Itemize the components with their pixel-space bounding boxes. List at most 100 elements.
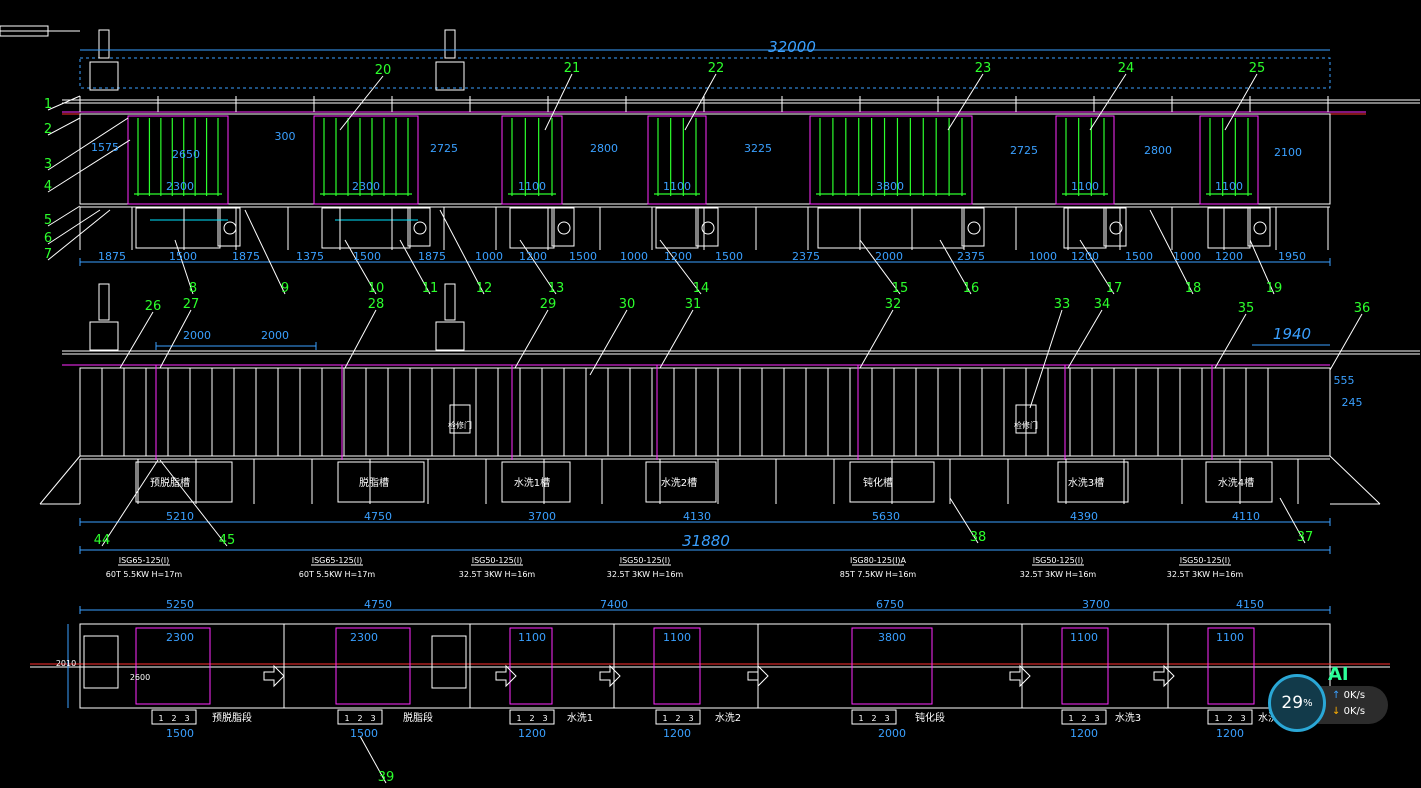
spray-zone-0 [127, 115, 229, 205]
callout-label-33: 33 [1054, 297, 1071, 312]
performance-monitor-widget[interactable]: AI ↑ 0K/s ↓ 0K/s 29% [1268, 664, 1388, 732]
upload-arrow-icon: ↑ [1332, 690, 1341, 701]
valve-digit-5-2: 3 [1094, 714, 1099, 723]
callout-leader [47, 139, 131, 193]
dimension-label-pb1: 1500 [350, 727, 378, 740]
dimension-label-b8: 1500 [569, 250, 597, 263]
callout-leader [174, 239, 194, 295]
dimension-label-b1: 1500 [169, 250, 197, 263]
tank-body-0 [135, 207, 221, 249]
callout-label-8: 8 [189, 281, 197, 296]
pump-motor [1109, 221, 1123, 235]
tank-mid-1 [337, 461, 425, 503]
dimension-label-pt0: 5250 [166, 598, 194, 611]
dimension-label-mb3: 4130 [683, 510, 711, 523]
tank-mid-4 [849, 461, 935, 503]
callout-label-45: 45 [219, 533, 236, 548]
cpu-usage-ring: 29% [1268, 674, 1326, 732]
pump-model-5: ISG50-125(I) [1033, 556, 1084, 565]
tank-label-6: 水洗4槽 [1218, 476, 1254, 489]
exhaust-stack [444, 29, 456, 59]
pump-model-0: ISG65-125(I) [119, 556, 170, 565]
valve-digit-6-1: 2 [1227, 714, 1232, 723]
callout-label-39: 39 [378, 770, 395, 785]
dimension-label-b14: 2375 [957, 250, 985, 263]
pump-model-6: ISG50-125(I) [1180, 556, 1231, 565]
callout-label-24: 24 [1118, 61, 1135, 76]
plan-label-5: 水洗3 [1115, 712, 1141, 724]
callout-label-13: 13 [548, 281, 565, 296]
pump-spec-3: 32.5T 3KW H=16m [607, 570, 684, 579]
overall-dimension-32000: 32000 [768, 38, 816, 56]
structure-layer [0, 25, 1420, 784]
callout-leader [1067, 309, 1103, 369]
callout-label-19: 19 [1266, 281, 1283, 296]
flow-arrow-icon [263, 664, 285, 688]
valve-digit-0-1: 2 [171, 714, 176, 723]
tank-mid-6 [1205, 461, 1273, 503]
dimension-label-mb2: 3700 [528, 510, 556, 523]
tank-mid-0 [135, 461, 233, 503]
dimension-label-b2: 1875 [232, 250, 260, 263]
flow-arrow-icon [495, 664, 517, 688]
callout-label-6: 6 [44, 231, 52, 246]
dimension-label-b15: 1000 [1029, 250, 1057, 263]
valve-digit-2-2: 3 [542, 714, 547, 723]
access-door-label-2: 检修门 [1014, 420, 1038, 430]
callout-leader [339, 75, 384, 131]
dimension-label-pw5: 1100 [1070, 631, 1098, 644]
valve-box-6 [1207, 709, 1253, 725]
valve-digit-5-0: 1 [1068, 714, 1073, 723]
valve-digit-1-1: 2 [357, 714, 362, 723]
dimension-label-mr1: 245 [1342, 396, 1363, 409]
callout-leader [519, 239, 557, 295]
pump-2 [551, 207, 575, 247]
callout-leader [1149, 209, 1194, 295]
valve-digit-3-0: 1 [662, 714, 667, 723]
dimension-label-7: 2800 [1144, 144, 1172, 157]
dimension-label-pb4: 2000 [878, 727, 906, 740]
valve-digit-3-1: 2 [675, 714, 680, 723]
callout-label-12: 12 [476, 281, 493, 296]
exhaust-fan-mid [89, 321, 119, 351]
exhaust-fan [435, 61, 465, 91]
exhaust-fan [89, 61, 119, 91]
pump-spec-6: 32.5T 3KW H=16m [1167, 570, 1244, 579]
callout-leader [947, 73, 984, 131]
access-door-label-1: 检修门 [448, 420, 472, 430]
plan-label-1: 脱脂段 [403, 711, 433, 724]
access-door-2 [1015, 404, 1037, 434]
dimension-label-b18: 1000 [1173, 250, 1201, 263]
tank-label-4: 钝化槽 [863, 476, 893, 489]
pump-spec-0: 60T 5.5KW H=17m [106, 570, 183, 579]
side-dimension-2600: 2600 [130, 673, 150, 682]
callout-leader [47, 117, 129, 171]
dimension-label-tw2: 1100 [518, 180, 546, 193]
plan-zone-6 [1207, 627, 1255, 705]
valve-box-2 [509, 709, 555, 725]
plan-fan-2 [431, 635, 467, 689]
plan-zone-3 [653, 627, 701, 705]
callout-label-28: 28 [368, 297, 385, 312]
pump-motor [701, 221, 715, 235]
dimension-label-1: 300 [275, 130, 296, 143]
dimension-label-tw5: 1100 [1071, 180, 1099, 193]
callout-label-1: 1 [44, 97, 52, 112]
upload-speed: ↑ 0K/s [1332, 690, 1366, 701]
callout-label-22: 22 [708, 61, 725, 76]
callout-label-31: 31 [685, 297, 702, 312]
pump-spec-2: 32.5T 3KW H=16m [459, 570, 536, 579]
dimension-label-2: 2650 [172, 148, 200, 161]
dimension-label-pb6: 1200 [1216, 727, 1244, 740]
callout-label-38: 38 [970, 530, 987, 545]
dimension-label-mb1: 4750 [364, 510, 392, 523]
dimension-label-b20: 1950 [1278, 250, 1306, 263]
booth-side [79, 367, 1331, 457]
tank-body-1 [321, 207, 411, 249]
tank-label-0: 预脱脂槽 [150, 476, 190, 489]
tank-body-5 [1063, 207, 1107, 249]
callout-label-11: 11 [422, 281, 439, 296]
callout-leader [544, 73, 573, 131]
spray-zone-3 [647, 115, 707, 205]
tank-label-1: 脱脂槽 [359, 476, 389, 489]
